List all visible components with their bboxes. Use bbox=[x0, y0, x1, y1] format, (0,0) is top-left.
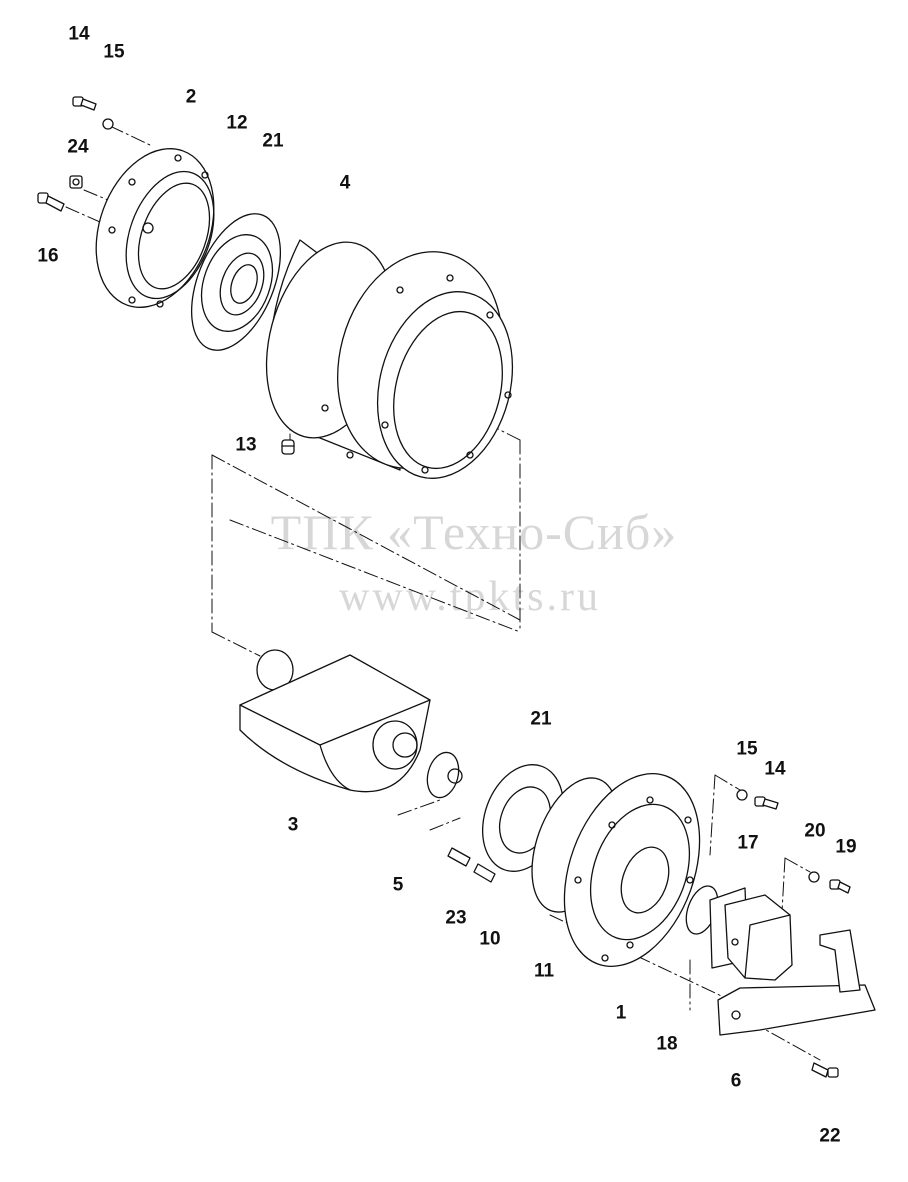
callout-19: 19 bbox=[835, 836, 857, 858]
callout-16: 16 bbox=[37, 245, 59, 267]
callout-21-lower: 21 bbox=[530, 708, 552, 730]
callout-14-top: 14 bbox=[68, 23, 90, 45]
pin-23 bbox=[447, 847, 471, 867]
end-cover-2 bbox=[95, 148, 215, 308]
callout-1: 1 bbox=[615, 1002, 627, 1024]
callout-12: 12 bbox=[226, 112, 248, 134]
bolt-icon bbox=[754, 796, 779, 810]
bracket-6 bbox=[717, 929, 876, 1036]
callout-11: 11 bbox=[533, 960, 555, 982]
bearing-21 bbox=[200, 234, 274, 332]
bolt-icon bbox=[829, 879, 851, 894]
bushing-5 bbox=[426, 751, 463, 799]
callout-15-top: 15 bbox=[103, 41, 125, 63]
watermark-url: www.tpkts.ru bbox=[339, 574, 601, 620]
callout-23: 23 bbox=[445, 907, 467, 929]
rotor-3 bbox=[239, 649, 431, 793]
washer-icon bbox=[808, 871, 820, 883]
gear-pump-17 bbox=[709, 887, 793, 981]
callout-17: 17 bbox=[737, 832, 759, 854]
nipple-icon bbox=[281, 439, 295, 455]
callout-5: 5 bbox=[392, 874, 404, 896]
callout-6: 6 bbox=[730, 1070, 742, 1092]
washer-icon bbox=[736, 789, 748, 801]
stator-housing-4 bbox=[265, 239, 514, 479]
bolt-icon bbox=[811, 1062, 839, 1078]
callout-20: 20 bbox=[804, 820, 826, 842]
callout-2: 2 bbox=[185, 86, 197, 108]
front-cover-1 bbox=[563, 773, 701, 967]
callout-21-top: 21 bbox=[262, 130, 284, 152]
callout-4: 4 bbox=[339, 172, 351, 194]
callout-13: 13 bbox=[235, 434, 257, 456]
callout-18: 18 bbox=[656, 1033, 678, 1055]
pin-10 bbox=[473, 863, 496, 883]
bolt-icon bbox=[37, 192, 65, 212]
callout-10: 10 bbox=[479, 928, 501, 950]
bolt-icon bbox=[72, 96, 97, 111]
watermark-company: ТПК «Техно-Сиб» bbox=[270, 504, 678, 560]
plug-icon bbox=[69, 175, 83, 189]
callout-22: 22 bbox=[819, 1125, 841, 1147]
callout-14-right: 14 bbox=[764, 758, 786, 780]
callout-24: 24 bbox=[67, 136, 89, 158]
callout-15-right: 15 bbox=[736, 738, 758, 760]
callout-3: 3 bbox=[287, 814, 299, 836]
washer-icon bbox=[102, 118, 114, 130]
